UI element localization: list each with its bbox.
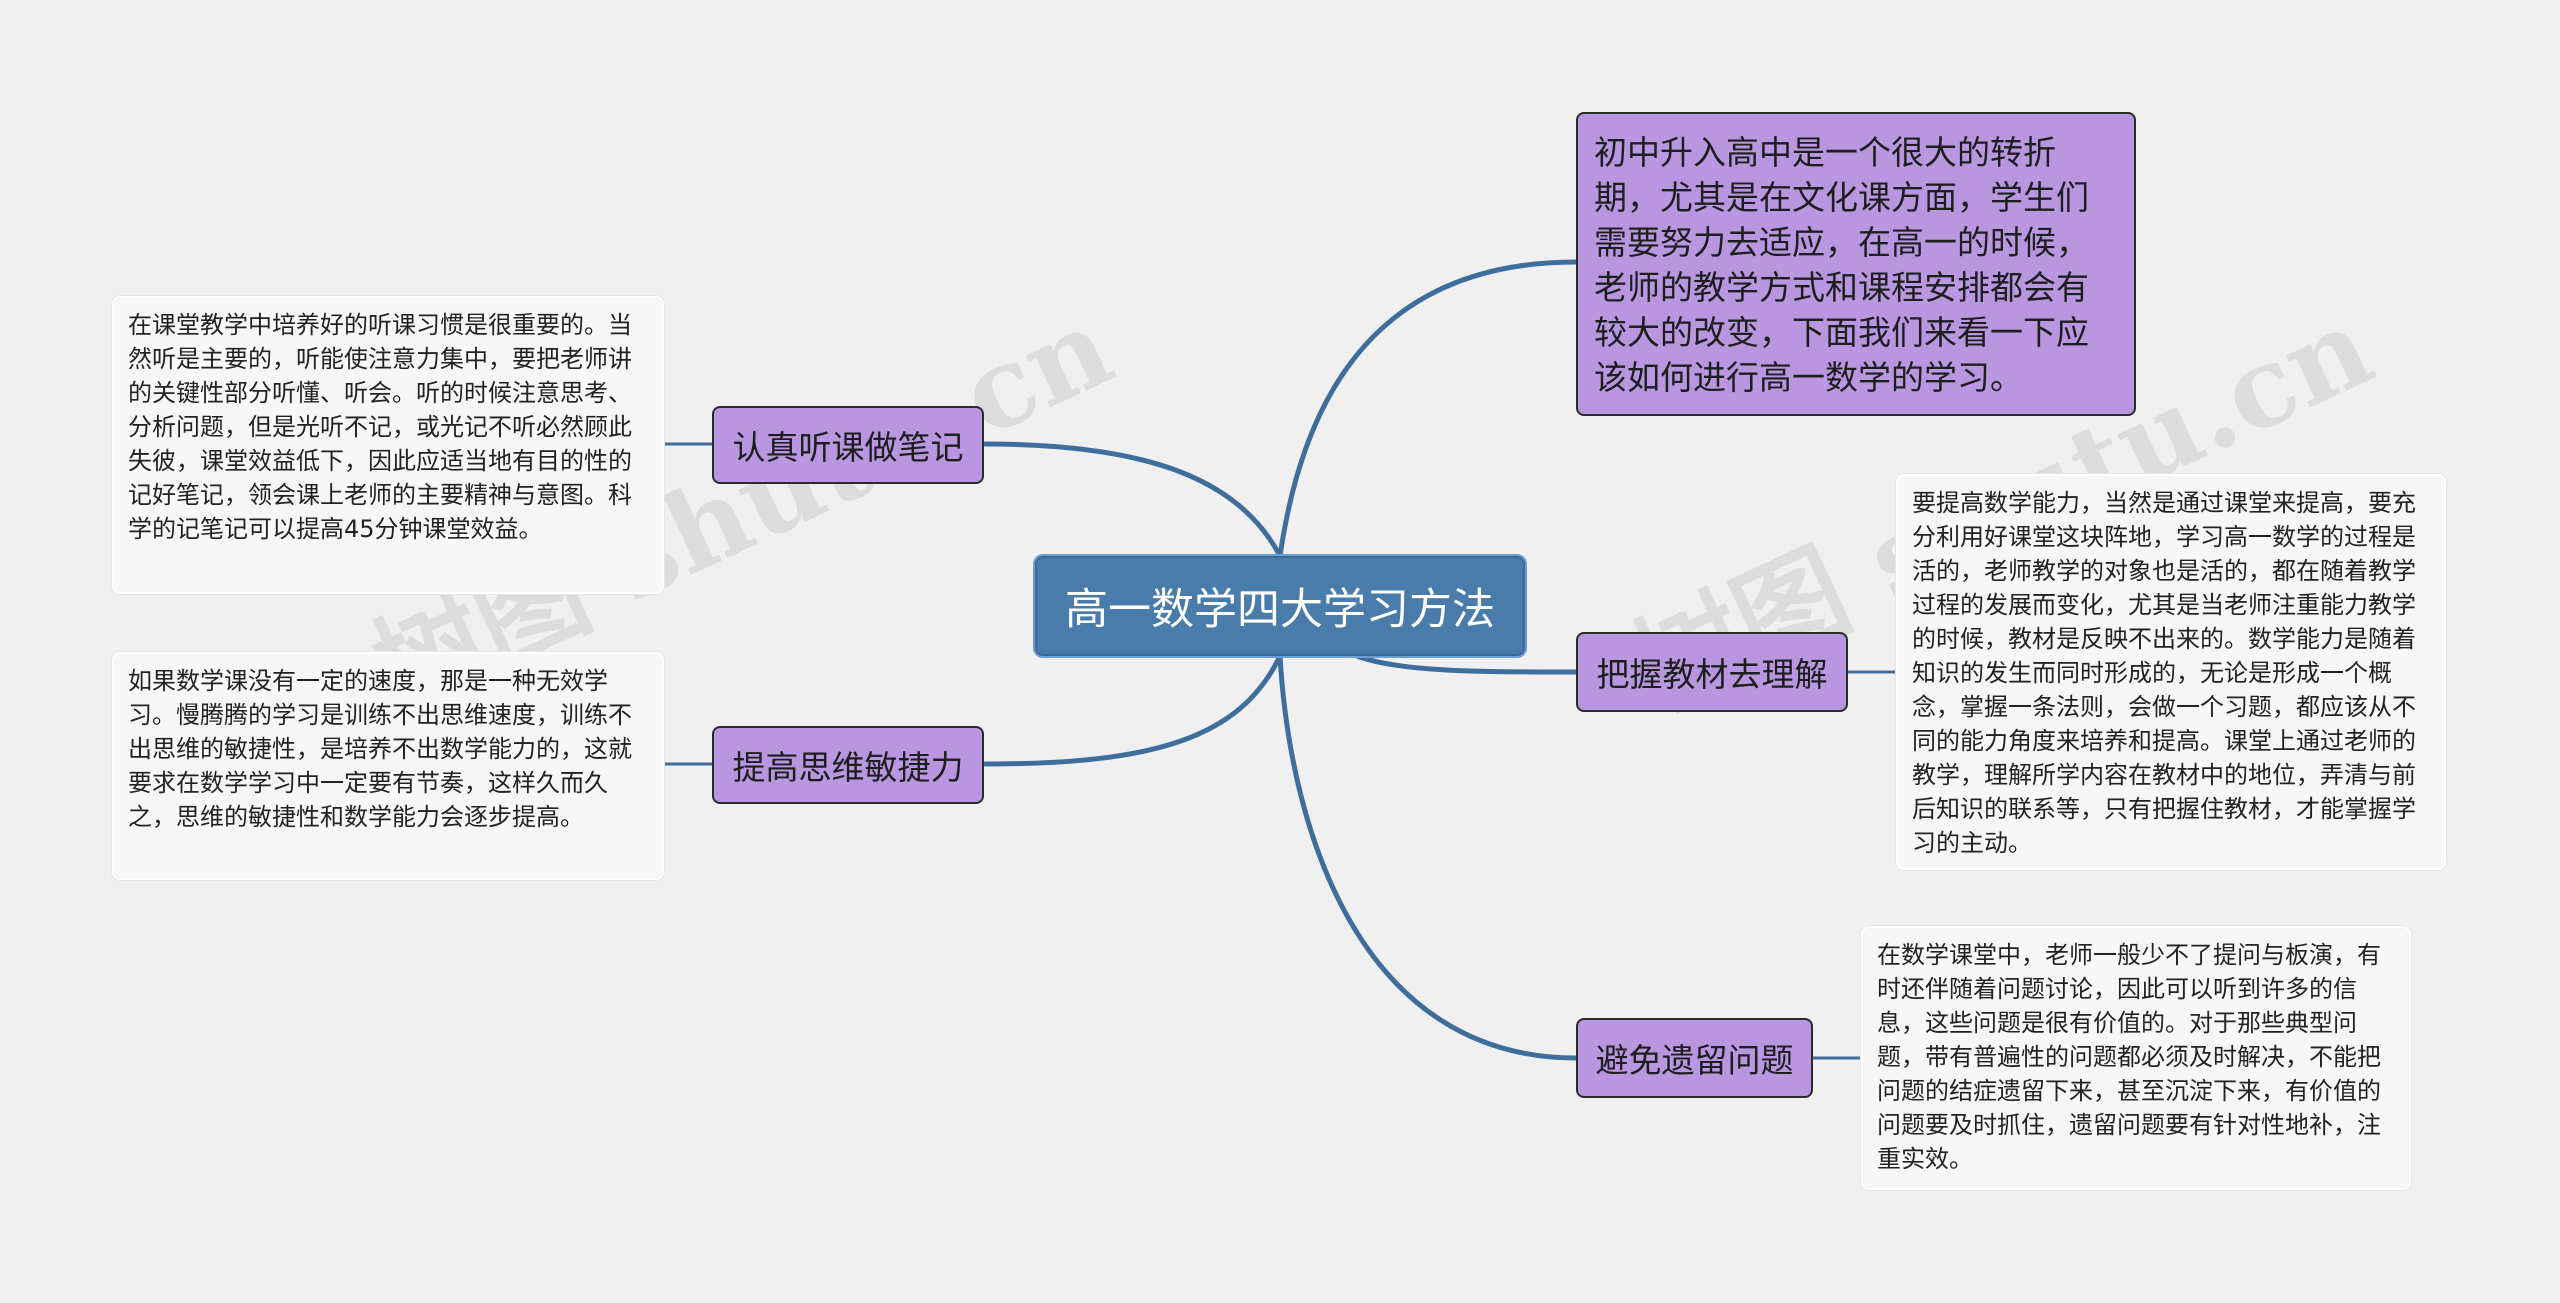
- note-thinking-agility: 如果数学课没有一定的速度，那是一种无效学习。慢腾腾的学习是训练不出思维速度，训练…: [112, 652, 664, 880]
- branch-avoid-questions[interactable]: 避免遗留问题: [1576, 1018, 1813, 1098]
- note-avoid-questions: 在数学课堂中，老师一般少不了提问与板演，有时还伴随着问题讨论，因此可以听到许多的…: [1861, 926, 2411, 1190]
- link-branch-textbook: [1354, 653, 1579, 675]
- link-branch-questions: [1277, 653, 1579, 1061]
- branch-textbook[interactable]: 把握教材去理解: [1576, 632, 1848, 712]
- intro-topic[interactable]: 初中升入高中是一个很大的转折期，尤其是在文化课方面，学生们需要努力去适应，在高一…: [1576, 112, 2136, 416]
- note-listen-notes: 在课堂教学中培养好的听课习惯是很重要的。当然听是主要的，听能使注意力集中，要把老…: [112, 296, 664, 594]
- link-branch-listen: [982, 441, 1283, 559]
- link-branch-thinking: [982, 653, 1283, 767]
- branch-thinking-agility[interactable]: 提高思维敏捷力: [712, 726, 984, 804]
- root-topic[interactable]: 高一数学四大学习方法: [1033, 554, 1527, 658]
- link-intro: [1277, 259, 1579, 559]
- branch-listen-notes[interactable]: 认真听课做笔记: [712, 406, 984, 484]
- note-textbook: 要提高数学能力，当然是通过课堂来提高，要充分利用好课堂这块阵地，学习高一数学的过…: [1896, 474, 2446, 870]
